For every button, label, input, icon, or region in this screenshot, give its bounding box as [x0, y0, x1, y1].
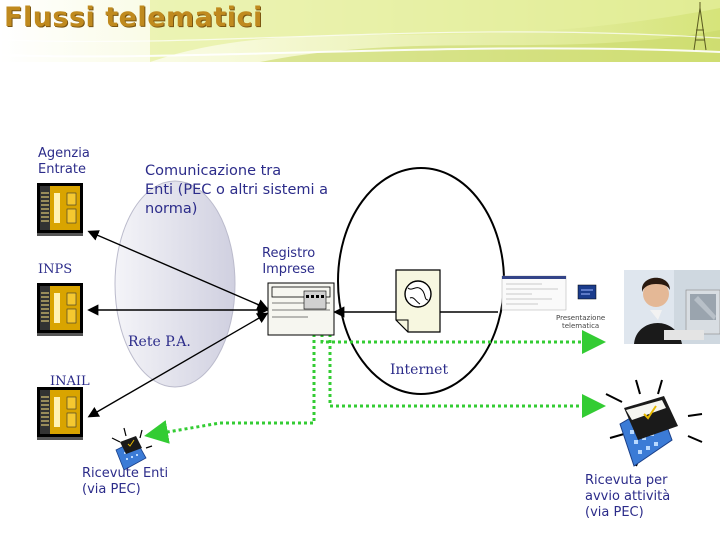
header-banner	[0, 0, 720, 62]
server-icon	[37, 283, 83, 336]
label-internet: Internet	[390, 362, 449, 378]
server-icon	[37, 387, 83, 440]
label-inail: INAIL	[50, 374, 90, 389]
label-ricevute-enti: Ricevute Enti (via PEC)	[82, 466, 169, 497]
label-inps: INPS	[38, 262, 73, 277]
document-icon	[267, 282, 335, 336]
globe-document-icon	[395, 269, 441, 333]
person-photo	[624, 270, 720, 344]
label-presentazione: Presentazione telematica	[556, 314, 606, 330]
web-page-thumbnail	[501, 275, 567, 311]
label-ricevuta-avvio: Ricevuta per avvio attività (via PEC)	[585, 473, 671, 520]
label-comunicazione: Comunicazione tra Enti (PEC o altri sist…	[145, 163, 329, 217]
page-title: Flussi telematici	[4, 2, 263, 33]
green-flow-lines	[144, 310, 606, 444]
label-agenzia-entrate: Agenzia Entrate	[38, 146, 90, 177]
building-icon	[605, 379, 703, 467]
envelope-icon	[624, 396, 678, 440]
tower-icon	[693, 2, 707, 51]
label-registro-imprese: Registro Imprese	[262, 246, 316, 277]
card-icon	[577, 284, 597, 300]
server-icon	[37, 183, 83, 236]
envelope-icon	[120, 436, 142, 454]
building-icon	[111, 427, 153, 471]
label-rete-pa: Rete P.A.	[128, 334, 191, 350]
